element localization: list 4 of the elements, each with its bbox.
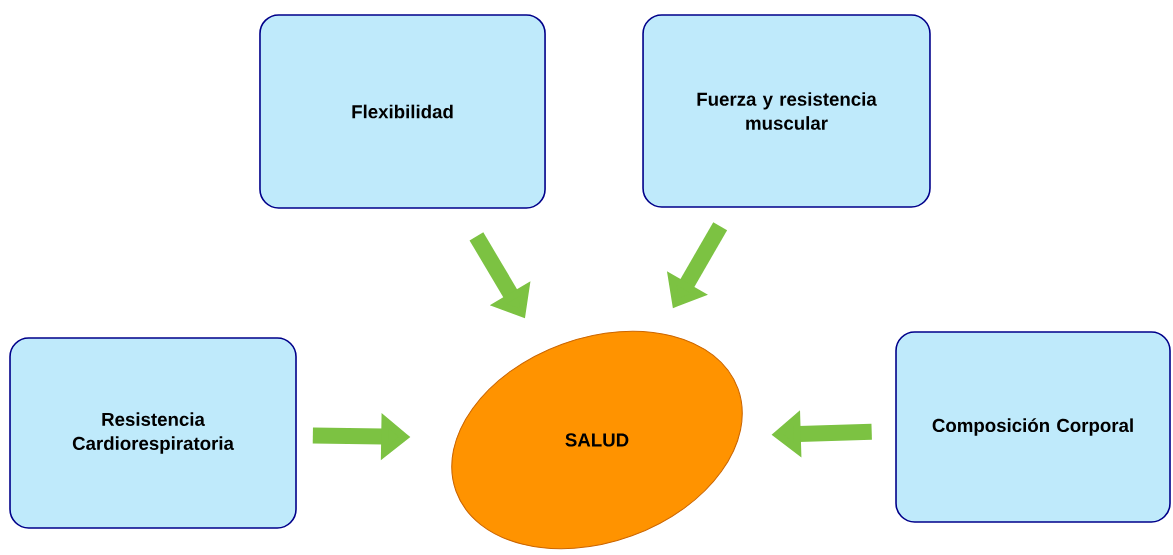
info-box: Resistencia Cardiorespiratoria: [9, 337, 297, 529]
info-box: Flexibilidad: [259, 14, 546, 209]
info-box: Composición Corporal: [895, 331, 1171, 523]
info-box: Fuerza y resistencia muscular: [642, 14, 931, 208]
